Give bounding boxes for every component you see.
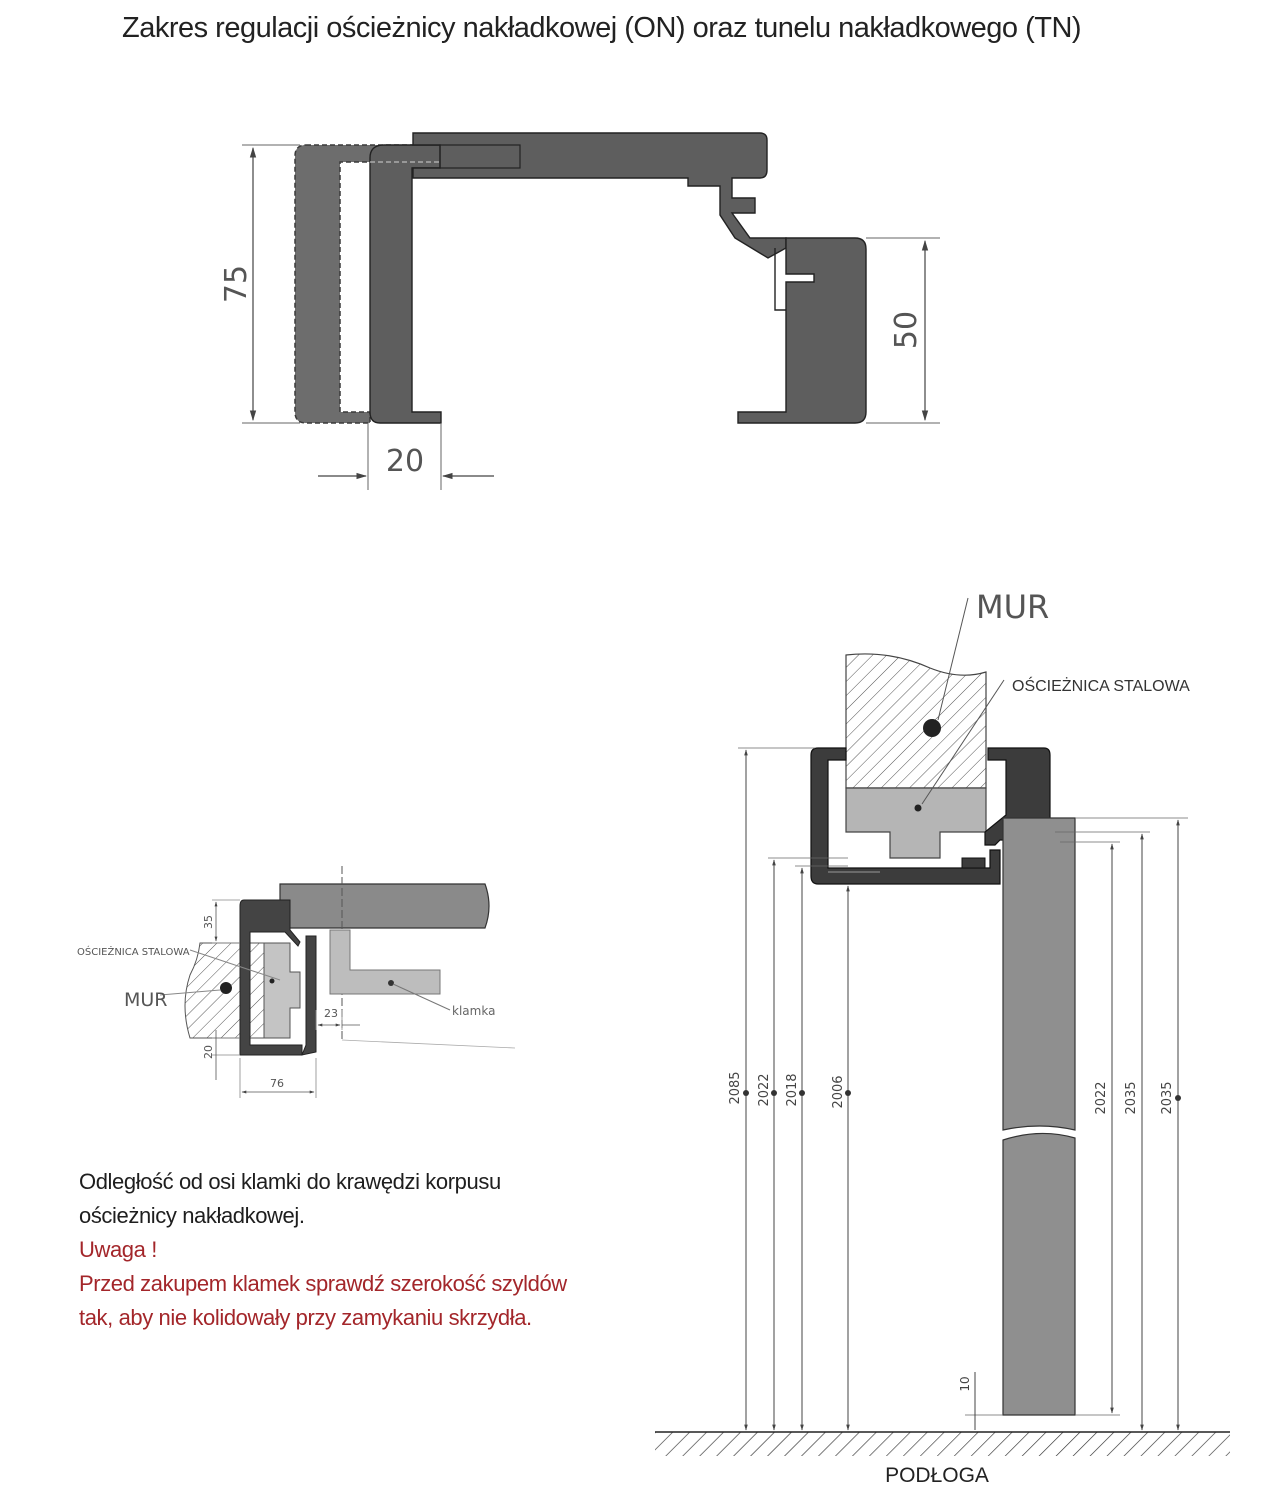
door-leaf <box>279 883 490 929</box>
label-wall-large: MUR <box>976 588 1049 626</box>
handle-note: Odległość od osi klamki do krawędzi korp… <box>79 1165 639 1335</box>
dim-label-35: 35 <box>202 915 215 929</box>
label-handle: klamka <box>452 1004 495 1018</box>
dim-2022-right: 2022 <box>1094 1081 1109 1114</box>
frame-top-beam <box>412 132 787 259</box>
dim-2085: 2085 <box>728 1071 743 1104</box>
note-line-2: ościeżnicy nakładkowej. <box>79 1203 305 1228</box>
dim-label-20-small: 20 <box>202 1045 215 1059</box>
warning-line-2: tak, aby nie kolidowały przy zamykaniu s… <box>79 1305 532 1330</box>
dim-2035-a: 2035 <box>1124 1081 1139 1114</box>
floor-hatch <box>655 1432 1230 1456</box>
label-floor: PODŁOGA <box>885 1464 989 1487</box>
handle-shape <box>329 929 441 995</box>
note-line-1: Odległość od osi klamki do krawędzi korp… <box>79 1169 501 1194</box>
dim-10: 10 <box>958 1376 972 1391</box>
dim-label-23: 23 <box>324 1007 338 1020</box>
dim-label-76: 76 <box>270 1077 284 1090</box>
wall-block <box>845 653 987 789</box>
steel-frame-profile <box>239 899 303 1056</box>
dim-2006: 2006 <box>831 1075 846 1108</box>
label-frame-large: OŚCIEŻNICA STALOWA <box>1012 676 1190 695</box>
door-leaf-large-lower <box>1002 1132 1076 1416</box>
figure-handle-detail: klamka MUR OŚCIEŻNICA STALOWA 35 20 23 7… <box>77 866 516 1098</box>
frame-right-profile <box>737 237 867 424</box>
figure-height-section: MUR OŚCIEŻNICA STALOWA PODŁOGA 2085 2022… <box>655 588 1230 1487</box>
dim-2018: 2018 <box>785 1073 800 1106</box>
steel-frame-large <box>810 747 1001 885</box>
warning-title: Uwaga ! <box>79 1237 157 1262</box>
dim-label-75: 75 <box>219 265 254 303</box>
label-frame-small: OŚCIEŻNICA STALOWA <box>77 945 190 958</box>
figure-adjustment-range: 75 50 20 <box>219 132 940 490</box>
dim-2035-b: 2035 <box>1160 1081 1175 1114</box>
dim-label-20: 20 <box>386 444 424 479</box>
warning-line-1: Przed zakupem klamek sprawdź szerokość s… <box>79 1271 567 1296</box>
wall-insert-large <box>845 787 987 859</box>
label-wall-small: MUR <box>124 989 168 1011</box>
frame-extended-outline <box>294 144 441 424</box>
dim-2022-left: 2022 <box>757 1073 772 1106</box>
page-title: Zakres regulacji ościeżnicy nakładkowej … <box>122 12 1082 44</box>
frame-left-profile <box>369 144 521 424</box>
door-leaf-large <box>1002 817 1076 1131</box>
dim-label-50: 50 <box>889 311 924 349</box>
wall-insert <box>263 942 301 1039</box>
